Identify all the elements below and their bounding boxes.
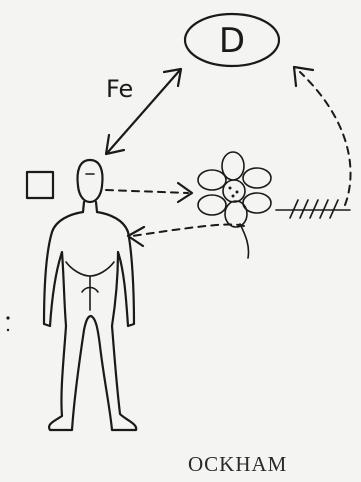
flower-dot bbox=[236, 191, 239, 194]
hatch-mark bbox=[300, 200, 308, 218]
flower-petal bbox=[243, 168, 271, 188]
flower-dot bbox=[232, 195, 235, 198]
person-body-outline bbox=[44, 212, 136, 430]
dashed-arrow-to-d bbox=[294, 67, 351, 205]
caption-ockham: OCKHAM bbox=[188, 452, 287, 476]
square-icon bbox=[27, 172, 53, 198]
edge-label-fe: Fe bbox=[106, 75, 133, 103]
stray-mark bbox=[6, 316, 9, 319]
flower-dot bbox=[229, 187, 232, 190]
flower-stem bbox=[240, 224, 249, 258]
dashed-arrow-to-flower bbox=[106, 183, 192, 202]
hatch-mark bbox=[330, 200, 338, 218]
signal-hatch-icon bbox=[276, 200, 350, 218]
dashed-line-back bbox=[132, 224, 244, 236]
dashed-curve-up bbox=[300, 72, 351, 205]
hatch-mark bbox=[320, 200, 328, 218]
flower-center bbox=[223, 180, 245, 202]
top-node-d: D bbox=[185, 14, 279, 66]
dashed-arrow-to-person bbox=[128, 224, 244, 246]
flower-petal bbox=[198, 195, 226, 215]
flower-petal bbox=[225, 201, 247, 227]
flower-icon bbox=[198, 152, 271, 258]
hatch-mark bbox=[290, 200, 298, 218]
person-icon bbox=[44, 160, 136, 430]
person-neck bbox=[83, 202, 97, 212]
person-chest-line bbox=[66, 262, 114, 276]
stray-mark bbox=[7, 329, 9, 331]
flower-petal bbox=[198, 170, 226, 190]
person-head bbox=[78, 160, 103, 202]
top-node-label: D bbox=[219, 21, 245, 61]
dashed-line-to-flower bbox=[106, 190, 188, 193]
hatch-mark bbox=[310, 200, 318, 218]
